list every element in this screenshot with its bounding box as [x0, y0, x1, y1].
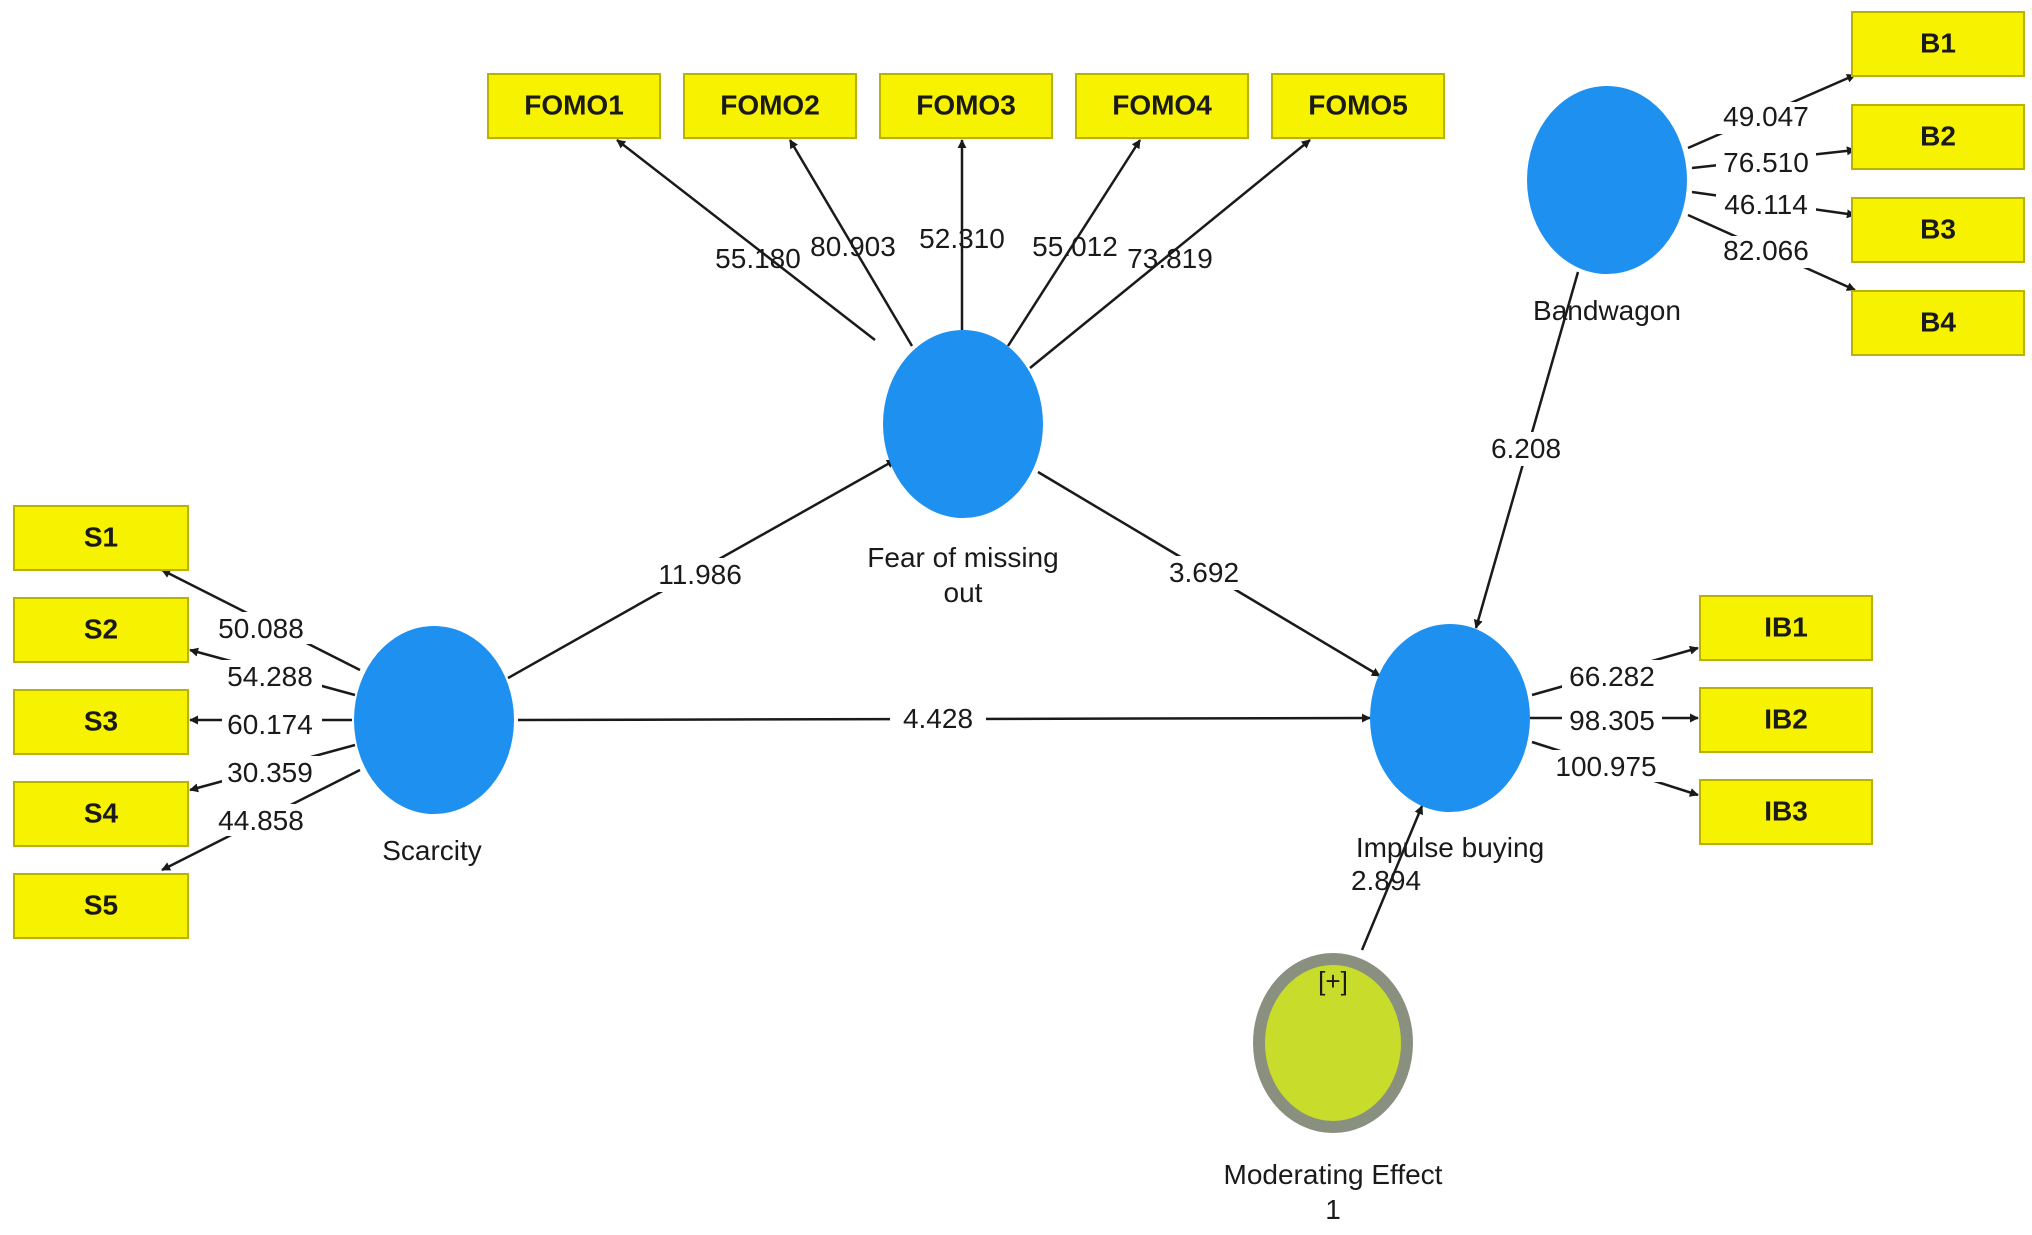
- loading-fomo5: 73.819: [1127, 243, 1213, 274]
- indicator-label: B4: [1920, 306, 1956, 337]
- indicator-label: IB2: [1764, 703, 1808, 734]
- indicator-label: FOMO2: [720, 89, 820, 120]
- indicator-s5[interactable]: S5: [13, 873, 189, 939]
- edge-fomo-to-fomo1: [616, 139, 876, 341]
- construct-impulse-buying[interactable]: [1370, 624, 1530, 812]
- construct-scarcity[interactable]: [354, 626, 514, 814]
- loading-b1: 49.047: [1723, 101, 1809, 132]
- construct-moderating-effect[interactable]: [1253, 953, 1413, 1133]
- indicator-label: S5: [84, 889, 118, 920]
- edge-moderating-to-impulse: [1360, 805, 1424, 951]
- construct-label-fomo-line2: out: [944, 577, 983, 608]
- indicator-fomo3[interactable]: FOMO3: [879, 73, 1053, 139]
- indicator-fomo5[interactable]: FOMO5: [1271, 73, 1445, 139]
- indicator-b3[interactable]: B3: [1851, 197, 2025, 263]
- loading-fomo2: 80.903: [810, 231, 896, 262]
- construct-label-fomo-line1: Fear of missing: [867, 542, 1058, 573]
- loading-s5: 44.858: [218, 805, 304, 836]
- indicator-label: FOMO3: [916, 89, 1016, 120]
- construct-label-scarcity: Scarcity: [382, 835, 482, 866]
- indicator-label: S1: [84, 521, 118, 552]
- loading-s1: 50.088: [218, 613, 304, 644]
- path-scarcity-to-impulse: 4.428: [903, 703, 973, 734]
- loading-ib2: 98.305: [1569, 705, 1655, 736]
- indicator-label: FOMO1: [524, 89, 624, 120]
- loading-s4: 30.359: [227, 757, 313, 788]
- indicator-s3[interactable]: S3: [13, 689, 189, 755]
- indicator-ib3[interactable]: IB3: [1699, 779, 1873, 845]
- loading-fomo3: 52.310: [919, 223, 1005, 254]
- loading-b4: 82.066: [1723, 235, 1809, 266]
- indicator-label: S3: [84, 705, 118, 736]
- loading-s3: 60.174: [227, 709, 313, 740]
- path-moderating-to-impulse: 2.894: [1351, 865, 1421, 896]
- indicator-b2[interactable]: B2: [1851, 104, 2025, 170]
- indicator-label: FOMO5: [1308, 89, 1408, 120]
- construct-label-moderating-line1: Moderating Effect: [1224, 1159, 1443, 1190]
- loading-fomo1: 55.180: [715, 243, 801, 274]
- edge-fomo-to-fomo4: [1006, 139, 1142, 347]
- edge-fomo-to-fomo5: [1029, 139, 1311, 369]
- construct-fear-of-missing-out[interactable]: [883, 330, 1043, 518]
- loading-b2: 76.510: [1723, 147, 1809, 178]
- loading-ib3: 100.975: [1555, 751, 1656, 782]
- indicator-s1[interactable]: S1: [13, 505, 189, 571]
- indicator-ib2[interactable]: IB2: [1699, 687, 1873, 753]
- indicator-label: B2: [1920, 120, 1956, 151]
- path-scarcity-to-fomo: 11.986: [658, 559, 742, 590]
- indicator-label: S2: [84, 613, 118, 644]
- path-bandwagon-to-impulse: 6.208: [1491, 433, 1561, 464]
- indicator-b1[interactable]: B1: [1851, 11, 2025, 77]
- edge-fomo-to-fomo2: [788, 139, 914, 347]
- loading-fomo4: 55.012: [1032, 231, 1118, 262]
- loading-ib1: 66.282: [1569, 661, 1655, 692]
- indicator-label: IB3: [1764, 795, 1808, 826]
- indicator-label: B1: [1920, 27, 1956, 58]
- indicator-b4[interactable]: B4: [1851, 290, 2025, 356]
- indicator-s4[interactable]: S4: [13, 781, 189, 847]
- construct-label-moderating-line2: 1: [1325, 1194, 1341, 1225]
- construct-bandwagon[interactable]: [1527, 86, 1687, 274]
- construct-label-impulse: Impulse buying: [1356, 832, 1544, 863]
- indicator-s2[interactable]: S2: [13, 597, 189, 663]
- indicator-fomo1[interactable]: FOMO1: [487, 73, 661, 139]
- construct-label-bandwagon: Bandwagon: [1533, 295, 1681, 326]
- indicator-fomo2[interactable]: FOMO2: [683, 73, 857, 139]
- moderating-expand-tag[interactable]: [+]: [1318, 966, 1348, 996]
- indicator-label: B3: [1920, 213, 1956, 244]
- path-fomo-to-impulse: 3.692: [1169, 557, 1239, 588]
- indicator-label: FOMO4: [1112, 89, 1212, 120]
- loading-s2: 54.288: [227, 661, 313, 692]
- indicator-label: S4: [84, 797, 119, 828]
- indicator-label: IB1: [1764, 611, 1808, 642]
- indicator-ib1[interactable]: IB1: [1699, 595, 1873, 661]
- loading-b3: 46.114: [1724, 189, 1808, 220]
- indicator-fomo4[interactable]: FOMO4: [1075, 73, 1249, 139]
